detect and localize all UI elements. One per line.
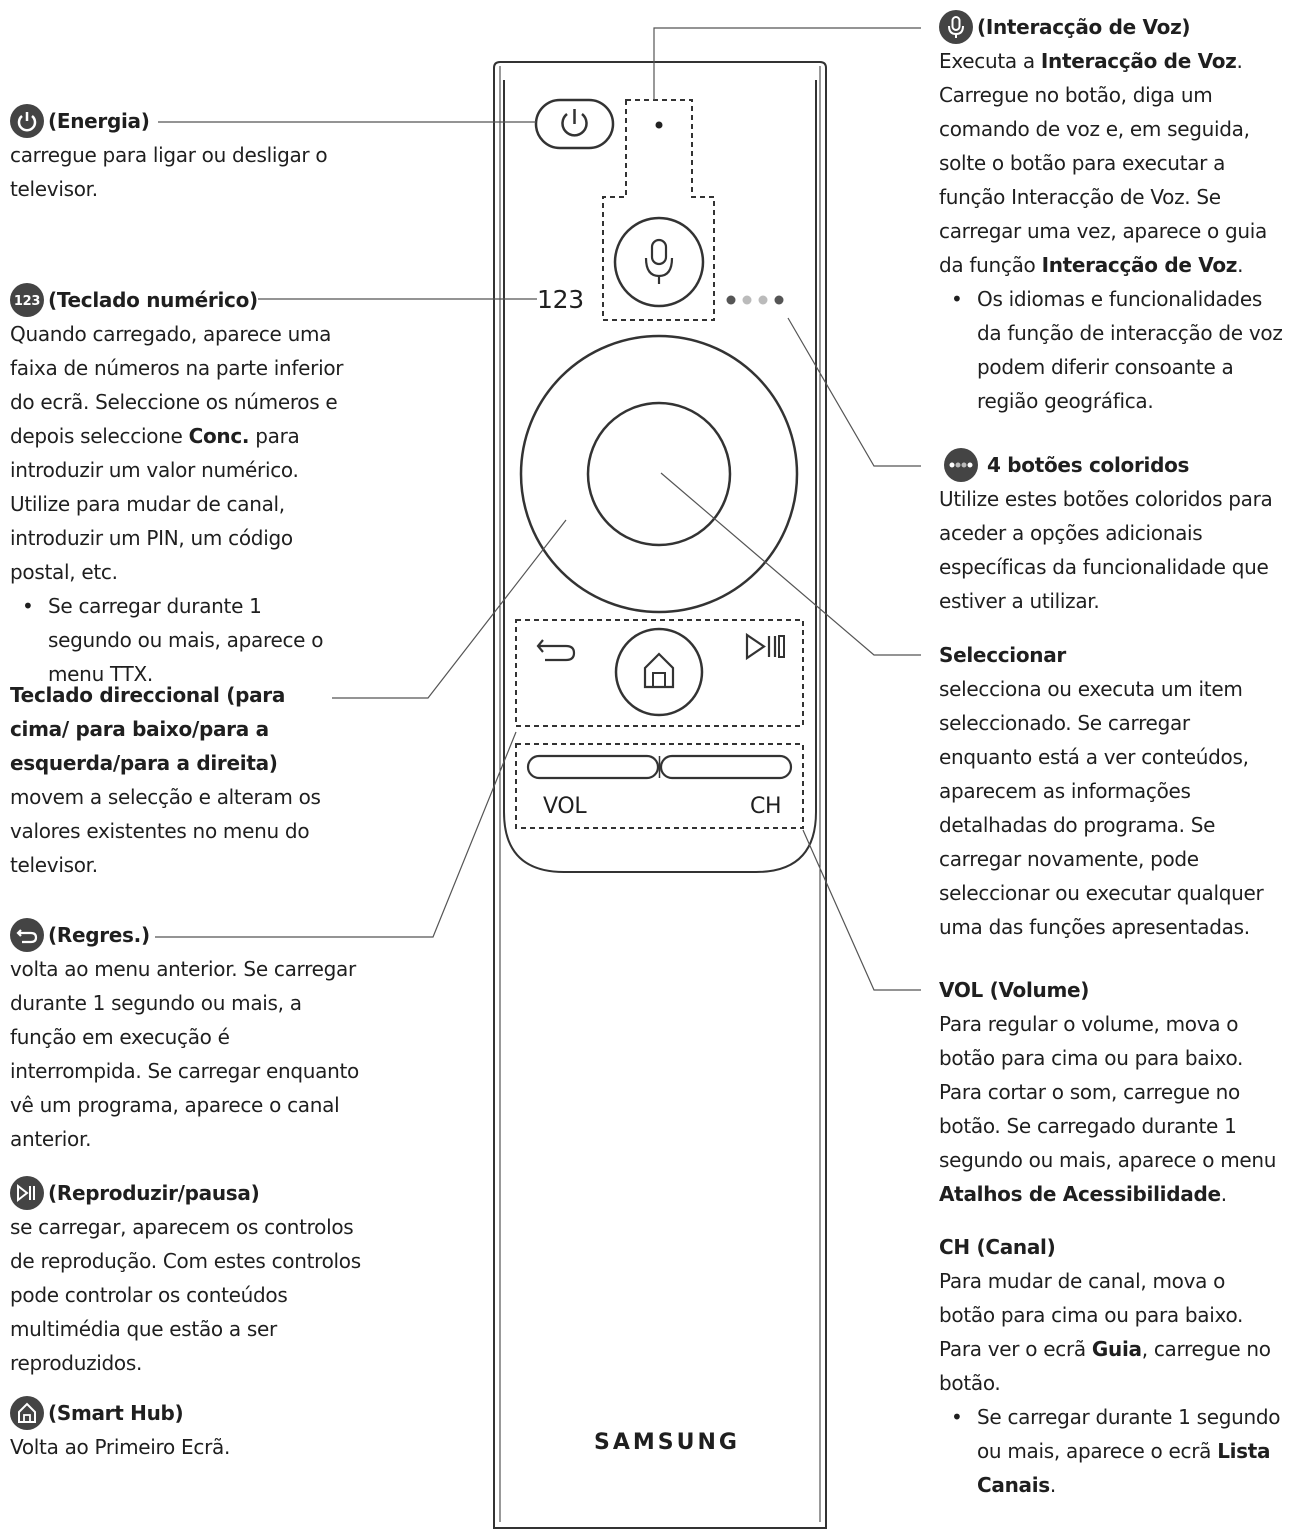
power-button: [534, 98, 615, 150]
channel-title: CH (Canal): [939, 1235, 1056, 1259]
volch-dashed-area: [515, 743, 804, 829]
brand-logo: SAMSUNG: [594, 1430, 740, 1455]
return-icon: [10, 917, 44, 952]
channel-text-b: Guia: [1091, 1337, 1142, 1361]
play-title: (Reproduzir/pausa): [48, 1181, 260, 1205]
vol-label: VOL: [543, 794, 587, 819]
numeric-text-b: Conc.: [188, 424, 250, 448]
microphone-icon: [939, 9, 973, 44]
play-pause-icon: [10, 1175, 44, 1210]
numeric-text-a: Quando carregado, aparece uma faixa de n…: [10, 322, 344, 448]
voice-section: (Interacção de Voz) Executa a Interacção…: [939, 9, 1287, 418]
remote-top-panel: [503, 80, 817, 873]
power-section: (Energia) carregue para ligar ou desliga…: [10, 103, 360, 206]
power-symbol: [561, 113, 588, 137]
play-section: (Reproduzir/pausa) se carregar, aparecem…: [10, 1175, 365, 1380]
select-title: Seleccionar: [939, 643, 1066, 667]
leader-return: [155, 731, 517, 938]
numeric-text-c: para introduzir um valor numérico. Utili…: [10, 424, 300, 584]
volume-text-c: .: [1220, 1182, 1227, 1206]
return-symbol: [536, 639, 576, 662]
channel-text-c: , carregue no botão.: [939, 1337, 1271, 1395]
play-pause-symbol: [745, 632, 766, 661]
numeric-section: 123 (Teclado numérico) Quando carregado, …: [10, 282, 350, 691]
voice-button: [613, 216, 705, 308]
voice-text-d: Interacção de Voz: [1041, 253, 1238, 277]
volume-text-b: Atalhos de Acessibilidade: [939, 1182, 1221, 1206]
smarthub-title: (Smart Hub): [48, 1401, 184, 1425]
power-text: carregue para ligar ou desligar o televi…: [10, 143, 328, 201]
color-dot-4: [774, 295, 784, 305]
remote-body: [493, 61, 827, 1529]
channel-bullet-a: Se carregar durante 1 segundo ou mais, a…: [977, 1405, 1281, 1463]
volume-title: VOL (Volume): [939, 978, 1090, 1002]
color-dot-1: [726, 295, 736, 305]
select-button: [586, 401, 732, 547]
voice-bullet: Os idiomas e funcionalidades da função d…: [939, 282, 1287, 418]
volume-rocker: [526, 754, 660, 780]
channel-bullet: Se carregar durante 1 segundo ou mais, a…: [939, 1400, 1284, 1502]
mic-hole: [655, 121, 663, 129]
volume-text-a: Para regular o volume, mova o botão para…: [939, 1012, 1277, 1172]
mic-dashed-area: [602, 99, 715, 321]
dpad-section: Teclado direccional (para cima/ para bai…: [10, 678, 340, 882]
numeric-bullet: Se carregar durante 1 segundo ou mais, a…: [10, 589, 350, 691]
channel-bullet-b: Lista Canais: [977, 1439, 1271, 1497]
select-section: Seleccionar selecciona ou executa um ite…: [939, 638, 1287, 944]
play-text: se carregar, aparecem os controlos de re…: [10, 1215, 361, 1375]
leader-dpad: [332, 519, 567, 699]
color-text: Utilize estes botões coloridos para aced…: [939, 487, 1273, 613]
direction-pad: [519, 334, 799, 614]
smarthub-section: (Smart Hub) Volta ao Primeiro Ecrã.: [10, 1395, 365, 1464]
return-title: (Regres.): [48, 923, 150, 947]
voice-text-b: Interacção de Voz: [1040, 49, 1237, 73]
power-title: (Energia): [48, 109, 150, 133]
volume-section: VOL (Volume) Para regular o volume, mova…: [939, 973, 1284, 1211]
ch-label: CH: [750, 794, 782, 819]
home-button: [614, 627, 704, 717]
voice-title: (Interacção de Voz): [977, 15, 1191, 39]
channel-text-a: Para mudar de canal, mova o botão para c…: [939, 1269, 1244, 1361]
middle-dashed-area: [515, 619, 804, 727]
leader-select: [660, 472, 921, 656]
color-dot-2: [742, 295, 752, 305]
svg-text:123: 123: [14, 294, 40, 309]
channel-bullet-c: .: [1049, 1473, 1056, 1497]
numeric-icon: 123: [10, 282, 44, 317]
smarthub-text: Volta ao Primeiro Ecrã.: [10, 1435, 231, 1459]
home-icon: [10, 1395, 44, 1430]
color-buttons-icon: [939, 447, 983, 482]
select-text: selecciona ou executa um item selecciona…: [939, 677, 1264, 939]
return-text: volta ao menu anterior. Se carregar dura…: [10, 957, 359, 1151]
voice-text-c: . Carregue no botão, diga um comando de …: [939, 49, 1267, 277]
voice-text-a: Executa a: [939, 49, 1041, 73]
power-icon: [10, 103, 44, 138]
return-section: (Regres.) volta ao menu anterior. Se car…: [10, 917, 365, 1156]
dpad-text: movem a selecção e alteram os valores ex…: [10, 785, 321, 877]
channel-rocker: [659, 754, 793, 780]
numeric-label: 123: [537, 285, 584, 314]
dpad-title: Teclado direccional (para cima/ para bai…: [10, 683, 286, 775]
color-dot-3: [758, 295, 768, 305]
channel-section: CH (Canal) Para mudar de canal, mova o b…: [939, 1230, 1284, 1502]
color-section: 4 botões coloridos Utilize estes botões …: [939, 447, 1274, 618]
leader-voice: [653, 27, 921, 100]
voice-text-e: .: [1237, 253, 1244, 277]
color-title: 4 botões coloridos: [987, 453, 1190, 477]
numeric-title: (Teclado numérico): [48, 288, 258, 312]
leader-color: [787, 317, 921, 467]
leader-volume: [802, 829, 921, 991]
